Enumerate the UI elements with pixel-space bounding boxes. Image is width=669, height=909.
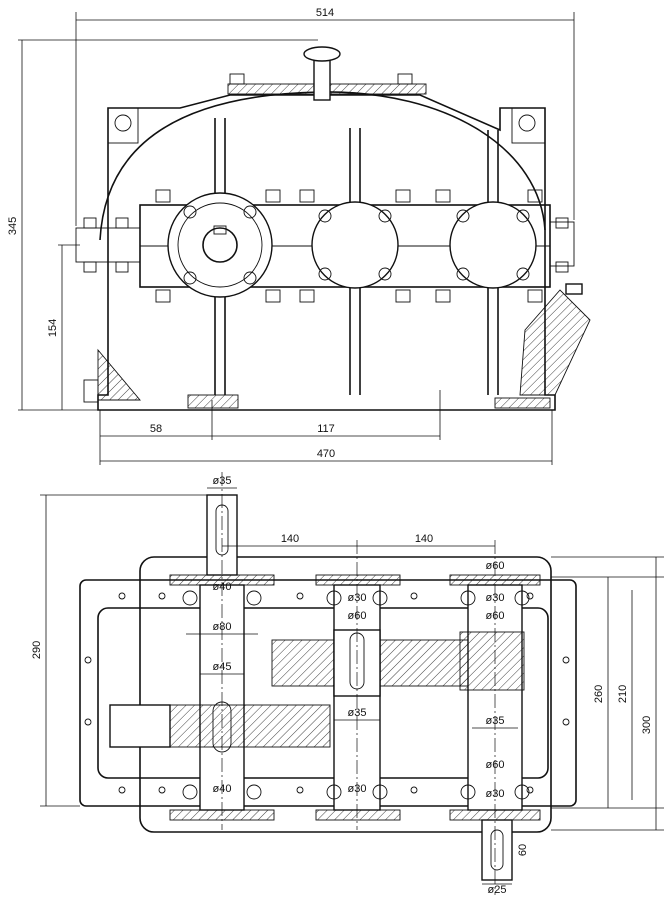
dim-base-length: 470 <box>317 448 335 460</box>
input-shaft-bore <box>202 227 238 263</box>
elevation-view: 514 345 154 58 117 470 <box>7 7 591 465</box>
dim-center-distance-1: 140 <box>281 533 299 545</box>
dim-300: 300 <box>641 716 653 734</box>
plan-flange-outline <box>139 556 552 833</box>
dim-shaft-3: ø35 <box>486 715 505 727</box>
bearing-cap-bottom-2 <box>315 809 401 821</box>
dim-117: 117 <box>317 423 335 435</box>
dim-bearing-top-3c: ø60 <box>486 610 505 622</box>
dim-bearing-bottom-1: ø40 <box>213 783 232 795</box>
cover-bolt <box>229 73 245 85</box>
dim-bearing-bottom-3a: ø60 <box>486 759 505 771</box>
lug-hole-right <box>518 114 536 132</box>
dim-center-height: 154 <box>47 319 59 337</box>
cover-bolt <box>397 73 413 85</box>
dim-total-height: 345 <box>7 217 19 235</box>
dim-bearing-top-3a: ø60 <box>486 560 505 572</box>
lug-hole-left <box>114 114 132 132</box>
bearing-cap-top-2 <box>315 574 401 586</box>
dim-bearing-bottom-2: ø30 <box>348 783 367 795</box>
base-section-left <box>97 348 141 401</box>
plan-flange-holes <box>84 592 570 794</box>
dim-210: 210 <box>617 685 629 703</box>
dim-260: 260 <box>593 685 605 703</box>
cap-screws <box>183 205 530 285</box>
bearing-cap-3 <box>449 201 537 289</box>
flange-bolts <box>83 189 569 303</box>
dim-bearing-top-2: ø30 <box>348 592 367 604</box>
base-section-mid <box>187 394 239 409</box>
bearing-cap-1 <box>167 192 273 298</box>
corner-lug-left <box>107 107 139 144</box>
dim-bearing-bottom-3b: ø30 <box>486 788 505 800</box>
plan-view: ø35 ø40 ø80 ø45 ø40 ø30 ø60 ø35 ø30 ø60 … <box>31 472 664 896</box>
oil-gauge-cap <box>565 283 583 295</box>
gear-3-section <box>459 631 525 691</box>
dim-input-diameter: ø35 <box>213 475 232 487</box>
dim-bearing-mid-2: ø60 <box>348 610 367 622</box>
dim-bearing-top-3b: ø30 <box>486 592 505 604</box>
dim-bearing-top-1: ø40 <box>213 581 232 593</box>
dim-output-diameter: ø25 <box>488 884 507 896</box>
breather-cap <box>303 46 341 62</box>
dim-center-distance-2: 140 <box>415 533 433 545</box>
output-keyway <box>490 829 504 871</box>
bearing-cap-2 <box>311 201 399 289</box>
coupling-stub <box>109 704 171 748</box>
dim-overall-depth: 290 <box>31 641 43 659</box>
bearings <box>182 590 530 800</box>
keyway <box>213 225 227 235</box>
corner-lug-right <box>511 107 546 144</box>
dim-hub-1: ø80 <box>213 621 232 633</box>
output-shaft-stub <box>549 221 575 267</box>
bearing-cap-1-inner <box>177 202 263 288</box>
dim-shaft-1: ø45 <box>213 661 232 673</box>
output-shaft <box>481 819 513 881</box>
plan-housing-inner <box>97 607 549 779</box>
dim-output-length: 60 <box>517 844 529 856</box>
dim-58: 58 <box>150 423 162 435</box>
oil-gauge-boss <box>519 289 591 396</box>
breather-stem <box>313 59 331 101</box>
base-section-right <box>494 397 551 409</box>
drain-plug <box>83 379 99 403</box>
dim-overall-width: 514 <box>316 7 334 19</box>
dim-shaft-2: ø35 <box>348 707 367 719</box>
